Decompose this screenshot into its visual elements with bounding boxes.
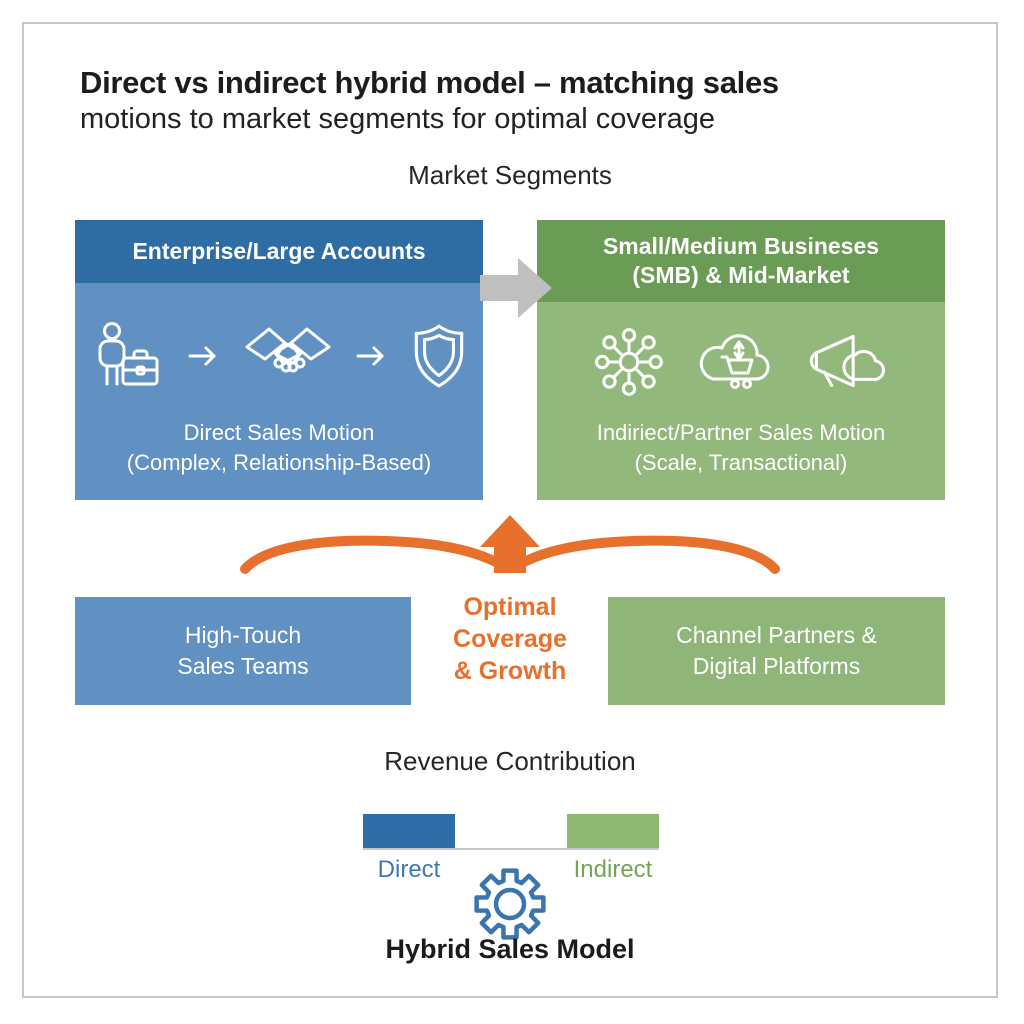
optimal-coverage-label: Optimal Coverage & Growth bbox=[420, 591, 600, 687]
arrow-right-icon bbox=[188, 346, 216, 366]
high-touch-line1: High-Touch bbox=[184, 621, 302, 648]
smb-motion-line2: (Scale, Transactional) bbox=[634, 449, 848, 475]
enterprise-motion-line2: (Complex, Relationship-Based) bbox=[126, 449, 432, 475]
revenue-bar-baseline bbox=[363, 848, 659, 850]
hybrid-sales-model-label: Hybrid Sales Model bbox=[385, 934, 635, 964]
title-line1: Direct vs indirect hybrid model – matchi… bbox=[80, 65, 779, 100]
revenue-bar-direct bbox=[363, 814, 455, 848]
revenue-contribution-label: Revenue Contribution bbox=[384, 746, 636, 776]
shield-icon bbox=[414, 324, 464, 388]
smb-motion-line1: Indiriect/Partner Sales Motion bbox=[596, 420, 886, 445]
smb-segment-box: Small/Medium Busineses (SMB) & Mid-Marke… bbox=[537, 220, 945, 500]
revenue-bar-indirect bbox=[567, 814, 659, 848]
handshake-icon bbox=[245, 327, 331, 373]
megaphone-cloud-icon bbox=[809, 334, 885, 388]
smb-header-line2: (SMB) & Mid-Market bbox=[632, 262, 850, 288]
high-touch-line2: Sales Teams bbox=[177, 653, 309, 679]
channel-line2: Digital Platforms bbox=[692, 653, 861, 679]
cloud-cart-icon bbox=[699, 334, 770, 389]
high-touch-sales-box: High-Touch Sales Teams bbox=[75, 597, 411, 705]
enterprise-icon-row bbox=[75, 308, 483, 404]
convergence-swoosh-arrow-icon bbox=[240, 515, 780, 574]
salesperson-briefcase-icon bbox=[98, 322, 159, 386]
revenue-direct-label: Direct bbox=[377, 856, 441, 883]
optimal-line1: Optimal bbox=[463, 593, 557, 621]
smb-caption: Indiriect/Partner Sales Motion (Scale, T… bbox=[537, 418, 945, 477]
smb-header-line1: Small/Medium Busineses bbox=[602, 233, 880, 260]
gear-icon bbox=[474, 868, 546, 940]
smb-header: Small/Medium Busineses (SMB) & Mid-Marke… bbox=[537, 220, 945, 302]
channel-partners-box: Channel Partners & Digital Platforms bbox=[608, 597, 945, 705]
optimal-line3: & Growth bbox=[453, 657, 567, 685]
market-segments-label: Market Segments bbox=[408, 160, 612, 190]
enterprise-segment-box: Enterprise/Large Accounts bbox=[75, 220, 483, 500]
page-title: Direct vs indirect hybrid model – matchi… bbox=[80, 64, 920, 137]
enterprise-motion-line1: Direct Sales Motion bbox=[183, 420, 375, 445]
title-line2: motions to market segments for optimal c… bbox=[80, 102, 716, 135]
revenue-indirect-label: Indirect bbox=[573, 856, 653, 883]
channel-line1: Channel Partners & bbox=[676, 621, 877, 648]
enterprise-header: Enterprise/Large Accounts bbox=[75, 220, 483, 283]
enterprise-caption: Direct Sales Motion (Complex, Relationsh… bbox=[75, 418, 483, 477]
segment-transition-arrow-icon bbox=[480, 258, 552, 318]
smb-icon-row bbox=[537, 316, 945, 408]
outer-frame bbox=[22, 22, 998, 998]
optimal-line2: Coverage bbox=[453, 625, 567, 653]
arrow-right-icon bbox=[356, 346, 384, 366]
network-hub-icon bbox=[595, 328, 663, 396]
